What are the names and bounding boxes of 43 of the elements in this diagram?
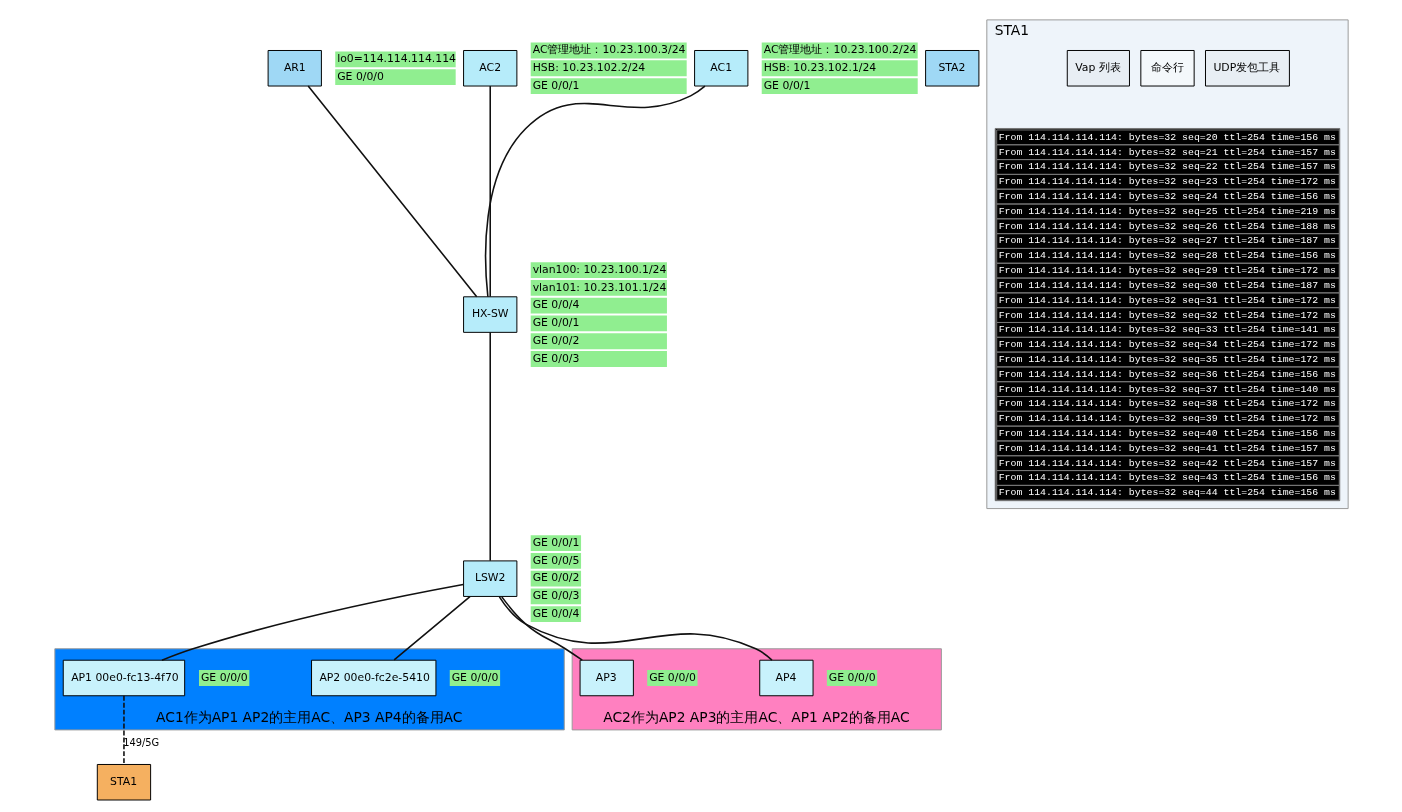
node-label: GE 0/0/2: [532, 334, 579, 347]
node-box: UDP发包工具: [1204, 50, 1290, 87]
node-box: AP2 00e0-fc2e-5410: [310, 659, 436, 697]
node-label: GE 0/0/1: [532, 535, 579, 549]
node-label: GE 0/0/3: [532, 589, 579, 603]
node-label: GE 0/0/0: [828, 670, 876, 684]
node-box: Vap 列表: [1066, 50, 1130, 87]
connector: [306, 85, 477, 298]
node-box: AP1 00e0-fc13-4f70: [62, 659, 185, 697]
node-box: 命令行: [1139, 50, 1195, 87]
connector: [488, 85, 491, 298]
node-label: GE 0/0/2: [532, 571, 579, 585]
node-label: GE 0/0/3: [532, 351, 579, 365]
node-box: STA1: [96, 763, 151, 801]
node-label: AC管理地址：10.23.100.3/24: [532, 43, 685, 57]
node-box: LSW2: [462, 560, 517, 597]
node-label: GE 0/0/4: [532, 606, 579, 620]
node-label: HSB: 10.23.102.2/24: [532, 61, 645, 75]
connector: [122, 695, 125, 766]
connector: [488, 331, 491, 562]
node-label: GE 0/0/0: [648, 670, 696, 684]
connector: [498, 596, 773, 661]
node-label: GE 0/0/0: [200, 670, 248, 684]
node-label: GE 0/0/5: [532, 553, 579, 567]
node-label: AC管理地址：10.23.100.2/24: [763, 43, 916, 57]
node-label: HSB: 10.23.102.1/24: [763, 61, 876, 75]
node-label: GE 0/0/1: [763, 78, 810, 92]
node-box: AP4: [758, 659, 814, 697]
node-label: GE 0/0/0: [336, 69, 384, 83]
node-label: vlan101: 10.23.101.1/24: [532, 280, 666, 294]
node-box: AR1: [267, 50, 322, 87]
node-box: STA2: [924, 50, 979, 87]
node-box: AP3: [579, 659, 634, 697]
node-label: GE 0/0/4: [532, 298, 579, 312]
node-label: GE 0/0/1: [532, 316, 579, 330]
node-box: HX-SW: [462, 296, 517, 333]
node-box: AC2: [462, 50, 517, 87]
node-label: vlan100: 10.23.100.1/24: [532, 262, 666, 276]
edge-label: 149/5G: [122, 736, 159, 748]
node-label: GE 0/0/0: [451, 670, 498, 684]
node-label: GE 0/0/1: [532, 78, 579, 92]
node-box: AC1: [693, 50, 748, 87]
node-label: lo0=114.114.114.114: [336, 52, 456, 66]
